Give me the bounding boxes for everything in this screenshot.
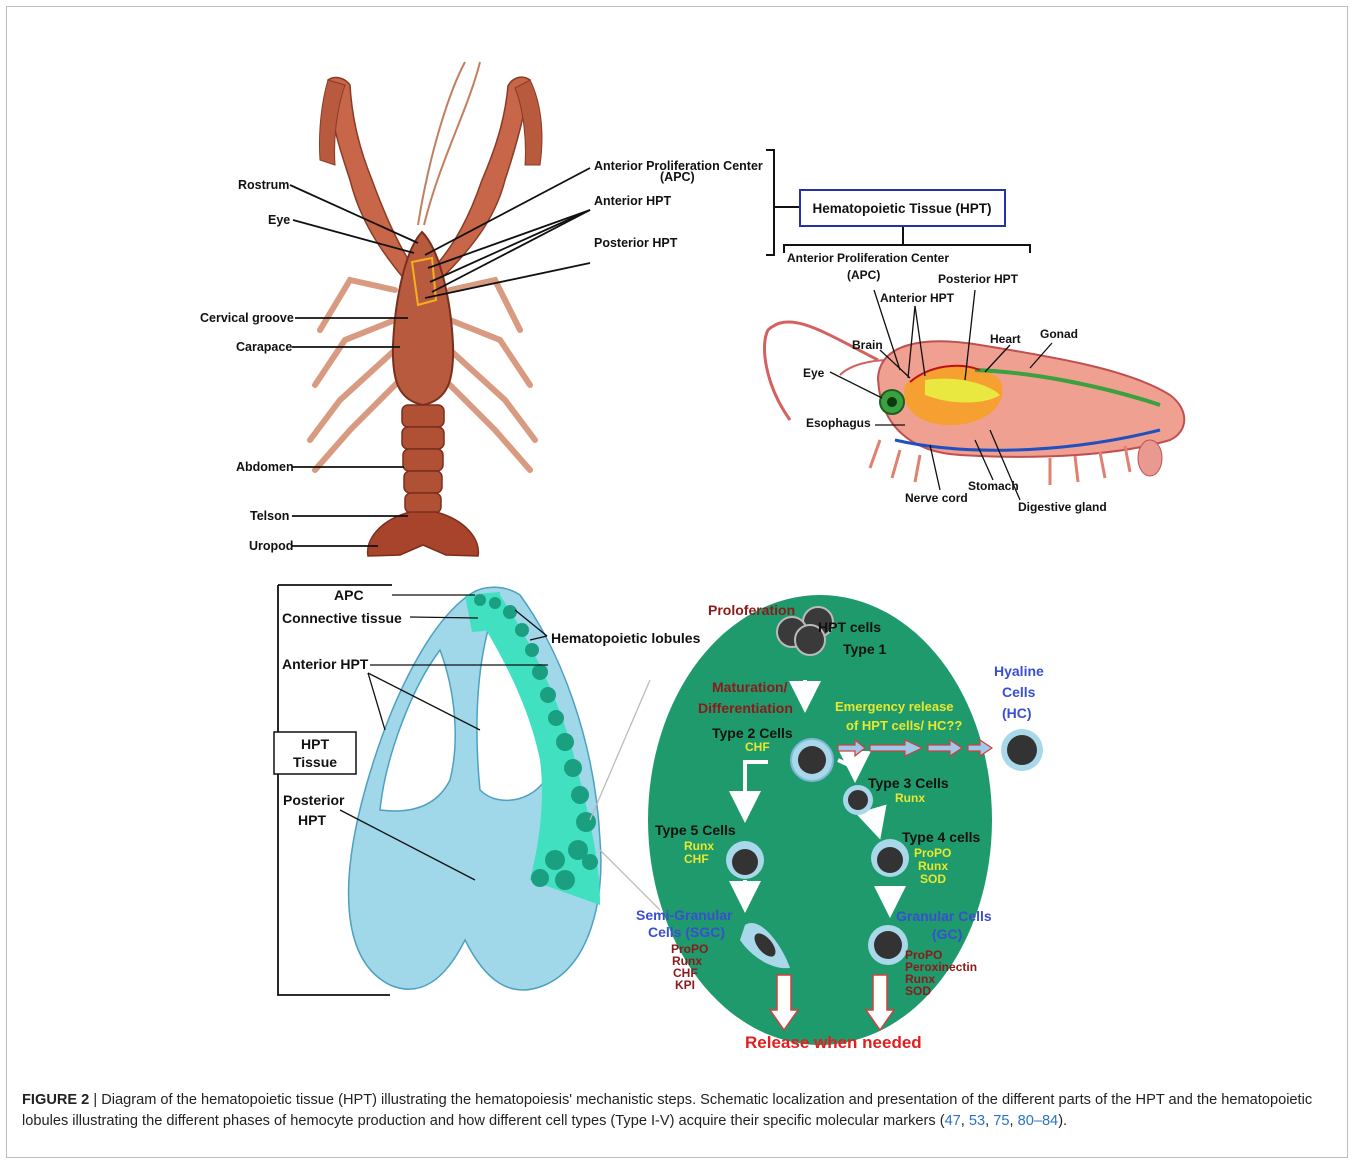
- hpt-title: Hematopoietic Tissue (HPT): [812, 201, 991, 216]
- label-sgc-m4: KPI: [675, 978, 695, 992]
- caption-ref-link[interactable]: 75: [993, 1113, 1009, 1129]
- label-type5: Type 5 Cells: [655, 822, 736, 838]
- label-gc-1: Granular Cells: [896, 908, 992, 924]
- caption-ref-link[interactable]: 53: [969, 1113, 985, 1129]
- label-type2: Type 2 Cells: [712, 725, 793, 741]
- label-sgc-2: Cells (SGC): [648, 924, 725, 940]
- label-emergency-1: Emergency release: [835, 699, 954, 714]
- label-esophagus: Esophagus: [806, 416, 871, 430]
- label-type4-marker-3: SOD: [920, 872, 946, 886]
- label-type2-marker: CHF: [745, 740, 770, 754]
- label-abdomen: Abdomen: [236, 460, 294, 474]
- label-release: Release when needed: [745, 1033, 922, 1052]
- label-hpt-box-1: HPT: [301, 736, 329, 752]
- type2-cell: [791, 739, 833, 781]
- figure-diagram: Rostrum Eye Cervical groove Carapace Abd…: [0, 0, 1356, 1080]
- label-eye: Eye: [268, 213, 290, 227]
- caption-end: ).: [1058, 1113, 1067, 1129]
- crayfish-illustration: [310, 62, 542, 556]
- label-type4: Type 4 cells: [902, 829, 981, 845]
- label-hpt-cells: HPT cells: [818, 619, 881, 635]
- type5-cell: [726, 841, 764, 879]
- shrimp-illustration: [764, 322, 1184, 485]
- label-apc-crayfish-abbr: (APC): [660, 170, 695, 184]
- label-posterior-1: Posterior: [283, 792, 345, 808]
- label-stomach: Stomach: [968, 479, 1019, 493]
- label-apc-shrimp-abbr: (APC): [847, 268, 880, 282]
- label-type5-marker-1: Runx: [684, 839, 714, 853]
- label-proliferation: Proloferation: [708, 602, 795, 618]
- label-nerve-cord: Nerve cord: [905, 491, 968, 505]
- caption-text: Diagram of the hematopoietic tissue (HPT…: [22, 1092, 1312, 1129]
- label-hyaline-3: (HC): [1002, 705, 1032, 721]
- label-posterior-hpt-shrimp: Posterior HPT: [938, 272, 1019, 286]
- label-hpt-box-2: Tissue: [293, 754, 337, 770]
- label-maturation-1: Maturation/: [712, 679, 788, 695]
- label-type3-marker: Runx: [895, 791, 925, 805]
- hpt-tissue-schematic: [278, 585, 601, 995]
- label-posterior-2: HPT: [298, 812, 326, 828]
- label-posterior-hpt-crayfish: Posterior HPT: [594, 236, 678, 250]
- label-telson: Telson: [250, 509, 289, 523]
- lobule-circle: [648, 595, 992, 1045]
- label-anterior-hpt-shrimp: Anterior HPT: [880, 291, 955, 305]
- caption-separator: |: [89, 1092, 101, 1108]
- label-type4-marker-2: Runx: [918, 859, 948, 873]
- hyaline-cell: [1001, 729, 1043, 771]
- label-eye-shrimp: Eye: [803, 366, 825, 380]
- label-carapace: Carapace: [236, 340, 292, 354]
- caption-ref-link[interactable]: 80–84: [1018, 1113, 1059, 1129]
- label-anterior-hpt-crayfish: Anterior HPT: [594, 194, 671, 208]
- label-type4-marker-1: ProPO: [914, 846, 951, 860]
- label-apc-tissue: APC: [334, 587, 364, 603]
- figure-caption: FIGURE 2 | Diagram of the hematopoietic …: [22, 1090, 1334, 1132]
- label-apc-shrimp: Anterior Proliferation Center: [787, 251, 949, 265]
- label-emergency-2: of HPT cells/ HC??: [846, 718, 962, 733]
- label-hematopoietic-lobules: Hematopoietic lobules: [551, 630, 701, 646]
- label-hyaline-2: Cells: [1002, 684, 1036, 700]
- caption-comma: ,: [1009, 1113, 1017, 1129]
- label-gonad: Gonad: [1040, 327, 1078, 341]
- label-maturation-2: Differentiation: [698, 700, 793, 716]
- label-cervical-groove: Cervical groove: [200, 311, 294, 325]
- label-type5-marker-2: CHF: [684, 852, 709, 866]
- label-type1: Type 1: [843, 641, 887, 657]
- label-gc-m4: SOD: [905, 984, 931, 998]
- label-digestive-gland: Digestive gland: [1018, 500, 1107, 514]
- label-connective-tissue: Connective tissue: [282, 610, 402, 626]
- label-rostrum: Rostrum: [238, 178, 289, 192]
- label-heart: Heart: [990, 332, 1021, 346]
- label-gc-2: (GC): [932, 926, 962, 942]
- caption-label: FIGURE 2: [22, 1092, 89, 1108]
- label-hyaline-1: Hyaline: [994, 663, 1044, 679]
- label-uropod: Uropod: [249, 539, 293, 553]
- label-sgc-1: Semi-Granular: [636, 907, 733, 923]
- label-brain: Brain: [852, 338, 883, 352]
- caption-comma: ,: [961, 1113, 969, 1129]
- label-anterior-hpt-tissue: Anterior HPT: [282, 656, 369, 672]
- label-type3: Type 3 Cells: [868, 775, 949, 791]
- caption-ref-link[interactable]: 47: [945, 1113, 961, 1129]
- gc-cell: [868, 925, 908, 965]
